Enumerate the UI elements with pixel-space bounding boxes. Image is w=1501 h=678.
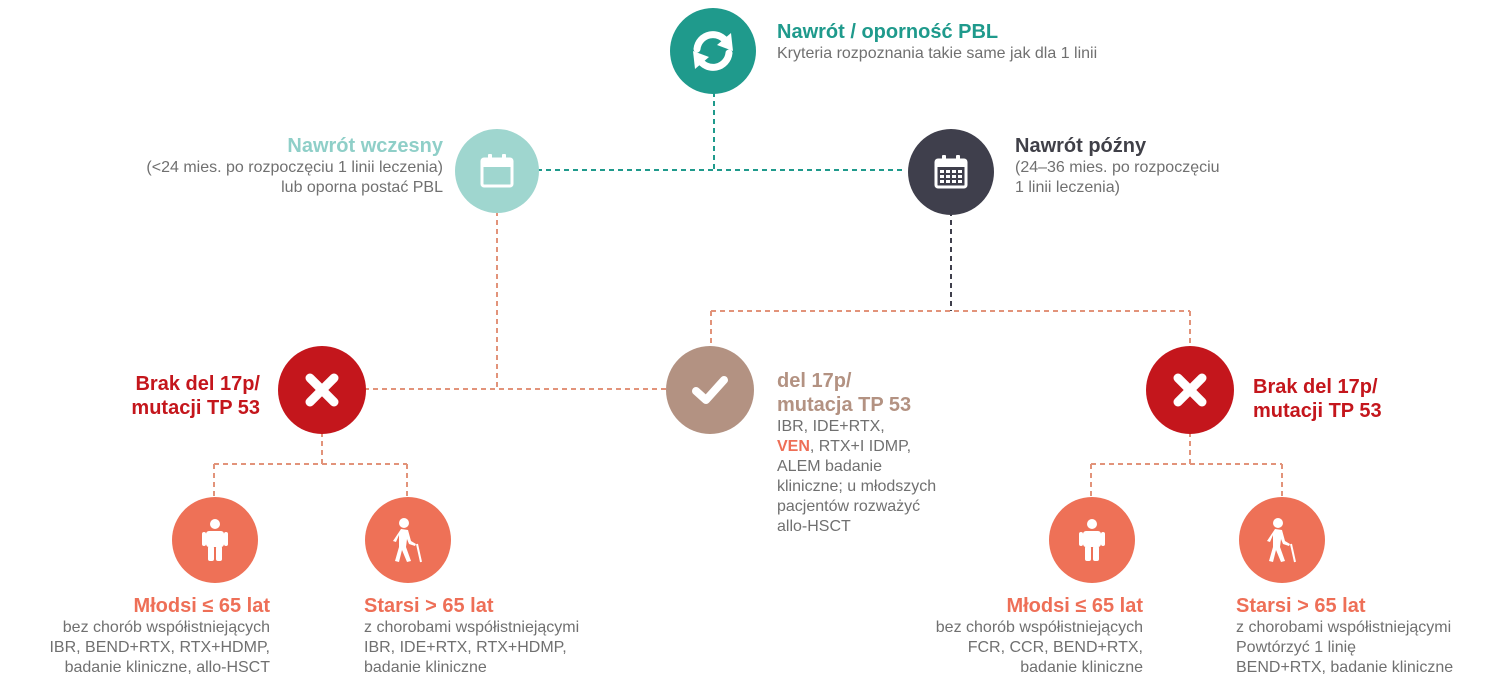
person-icon bbox=[202, 519, 228, 561]
young-right-title: Młodsi ≤ 65 lat bbox=[1006, 595, 1143, 617]
old-right-line3: BEND+RTX, badanie kliniczne bbox=[1236, 659, 1454, 676]
early-line2: lub oporna postać PBL bbox=[281, 179, 443, 196]
calendar-empty-icon bbox=[480, 154, 514, 188]
del17p-line6: allo-HSCT bbox=[777, 518, 851, 535]
relapse-label: Nawrót / oporność PBL Kryteria rozpoznan… bbox=[777, 20, 1097, 64]
old-right-label: Starsi > 65 lat z chorobami współistniej… bbox=[1236, 594, 1453, 678]
relapse-subtitle: Kryteria rozpoznania takie same jak dla … bbox=[777, 45, 1098, 62]
del17p-label: del 17p/ mutacja TP 53 IBR, IDE+RTX, VEN… bbox=[777, 369, 936, 537]
young-left-label: Młodsi ≤ 65 lat bez chorób współistnieją… bbox=[49, 594, 270, 678]
ven-highlight: VEN bbox=[777, 438, 810, 455]
del17p-line4: kliniczne; u młodszych bbox=[777, 478, 937, 495]
early-line1: (<24 mies. po rozpoczęciu 1 linii leczen… bbox=[146, 159, 443, 176]
calendar-grid-icon bbox=[934, 155, 968, 189]
elderly-cane-icon bbox=[393, 518, 422, 563]
old-left-node bbox=[365, 497, 451, 583]
young-left-title: Młodsi ≤ 65 lat bbox=[133, 595, 270, 617]
del17p-line5: pacjentów rozważyć bbox=[777, 498, 921, 515]
old-right-line1: z chorobami współistniejącymi bbox=[1236, 619, 1452, 636]
no-del-right-label: Brak del 17p/ mutacji TP 53 bbox=[1253, 375, 1382, 423]
early-label: Nawrót wczesny (<24 mies. po rozpoczęciu… bbox=[146, 134, 443, 198]
no-del-left-node bbox=[278, 346, 366, 434]
no-del-right-title1: Brak del 17p/ bbox=[1253, 376, 1378, 398]
young-left-node bbox=[172, 497, 258, 583]
old-left-line2: IBR, IDE+RTX, RTX+HDMP, bbox=[364, 639, 567, 656]
young-right-label: Młodsi ≤ 65 lat bez chorób współistnieją… bbox=[936, 594, 1143, 678]
old-left-line1: z chorobami współistniejącymi bbox=[364, 619, 580, 636]
refresh-icon bbox=[693, 31, 733, 71]
old-right-title: Starsi > 65 lat bbox=[1236, 595, 1366, 617]
no-del-right-title2: mutacji TP 53 bbox=[1253, 400, 1382, 422]
old-left-title: Starsi > 65 lat bbox=[364, 595, 494, 617]
old-left-line3: badanie kliniczne bbox=[364, 659, 487, 676]
early-node bbox=[455, 129, 539, 213]
relapse-node bbox=[670, 8, 756, 94]
late-node bbox=[908, 129, 994, 215]
no-del-left-label: Brak del 17p/ mutacji TP 53 bbox=[131, 372, 260, 420]
late-title: Nawrót późny bbox=[1015, 135, 1147, 157]
check-icon bbox=[692, 376, 728, 404]
del17p-node bbox=[666, 346, 754, 434]
relapse-title: Nawrót / oporność PBL bbox=[777, 21, 999, 43]
elderly-cane-icon bbox=[1267, 518, 1296, 563]
young-right-line2: FCR, CCR, BEND+RTX, bbox=[967, 639, 1143, 656]
del17p-line1: IBR, IDE+RTX, bbox=[777, 418, 885, 435]
late-line1: (24–36 mies. po rozpoczęciu bbox=[1015, 159, 1220, 176]
no-del-left-title1: Brak del 17p/ bbox=[135, 373, 260, 395]
early-title: Nawrót wczesny bbox=[287, 135, 443, 157]
young-left-line3: badanie kliniczne, allo-HSCT bbox=[64, 659, 270, 676]
del17p-line2: VEN, RTX+I IDMP, bbox=[777, 437, 936, 457]
del17p-title2: mutacja TP 53 bbox=[777, 394, 912, 416]
del17p-title1: del 17p/ bbox=[777, 370, 852, 392]
late-line2: 1 linii leczenia) bbox=[1015, 179, 1120, 196]
cross-icon bbox=[305, 373, 339, 407]
del17p-line3: ALEM badanie bbox=[777, 458, 882, 475]
cross-icon bbox=[1173, 373, 1207, 407]
del17p-line2-rest: , RTX+I IDMP, bbox=[809, 438, 912, 455]
young-right-line1: bez chorób współistniejących bbox=[935, 619, 1143, 636]
late-label: Nawrót późny (24–36 mies. po rozpoczęciu… bbox=[1015, 134, 1220, 198]
person-icon bbox=[1079, 519, 1105, 561]
no-del-left-title2: mutacji TP 53 bbox=[131, 397, 260, 419]
no-del-right-node bbox=[1146, 346, 1234, 434]
old-right-line2: Powtórzyć 1 linię bbox=[1236, 639, 1357, 656]
young-left-line1: bez chorób współistniejących bbox=[62, 619, 270, 636]
young-right-node bbox=[1049, 497, 1135, 583]
young-left-line2: IBR, BEND+RTX, RTX+HDMP, bbox=[49, 639, 270, 656]
old-right-node bbox=[1239, 497, 1325, 583]
old-left-label: Starsi > 65 lat z chorobami współistniej… bbox=[364, 594, 579, 678]
young-right-line3: badanie kliniczne bbox=[1020, 659, 1143, 676]
